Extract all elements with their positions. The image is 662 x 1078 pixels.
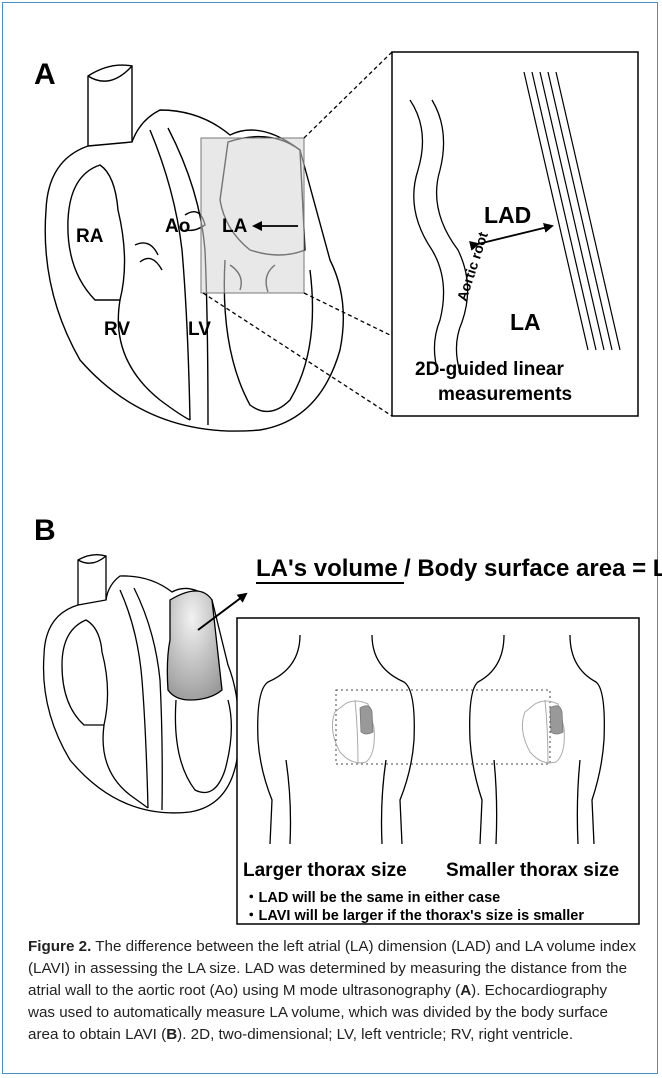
label-lv: LV: [188, 319, 211, 340]
caption-ref-a: A: [460, 982, 471, 999]
measure-line-2: measurements: [438, 384, 572, 405]
formula-rest: / Body surface area = LAVI: [404, 555, 662, 582]
lad-label: LAD: [484, 202, 531, 228]
measure-line-1: 2D-guided linear: [415, 359, 564, 380]
label-la: LA: [222, 216, 248, 237]
formula-numerator: LA's volume: [256, 555, 398, 582]
smaller-thorax-label: Smaller thorax size: [446, 860, 619, 881]
panel-b-letter: B: [34, 514, 56, 547]
small-la-larger: [360, 706, 373, 734]
note-lavi: ・LAVI will be larger if the thorax's siz…: [244, 908, 584, 924]
panel-a-letter: A: [34, 58, 56, 91]
small-la-smaller: [550, 706, 563, 734]
caption-ref-b: B: [166, 1026, 177, 1043]
thorax-comparison-box: Larger thorax size Smaller thorax size ・…: [237, 618, 639, 924]
inset-la-label: LA: [510, 309, 541, 335]
zoom-line-mid: [304, 293, 392, 336]
larger-thorax-label: Larger thorax size: [243, 860, 407, 881]
figure-caption: Figure 2. The difference between the lef…: [28, 936, 638, 1046]
label-rv: RV: [104, 319, 130, 340]
zoom-line-top: [304, 52, 392, 138]
caption-text-3: ). 2D, two-dimensional; LV, left ventric…: [177, 1026, 573, 1043]
note-lad: ・LAD will be the same in either case: [244, 890, 500, 906]
caption-label: Figure 2.: [28, 938, 91, 955]
la-inset: Aortic root LAD LA 2D-guided linear meas…: [392, 52, 638, 416]
figure-diagram: A RA Ao LA RV LV: [0, 0, 662, 930]
label-ao: Ao: [165, 216, 190, 237]
label-ra: RA: [76, 226, 104, 247]
la-highlight-box: [201, 138, 304, 293]
